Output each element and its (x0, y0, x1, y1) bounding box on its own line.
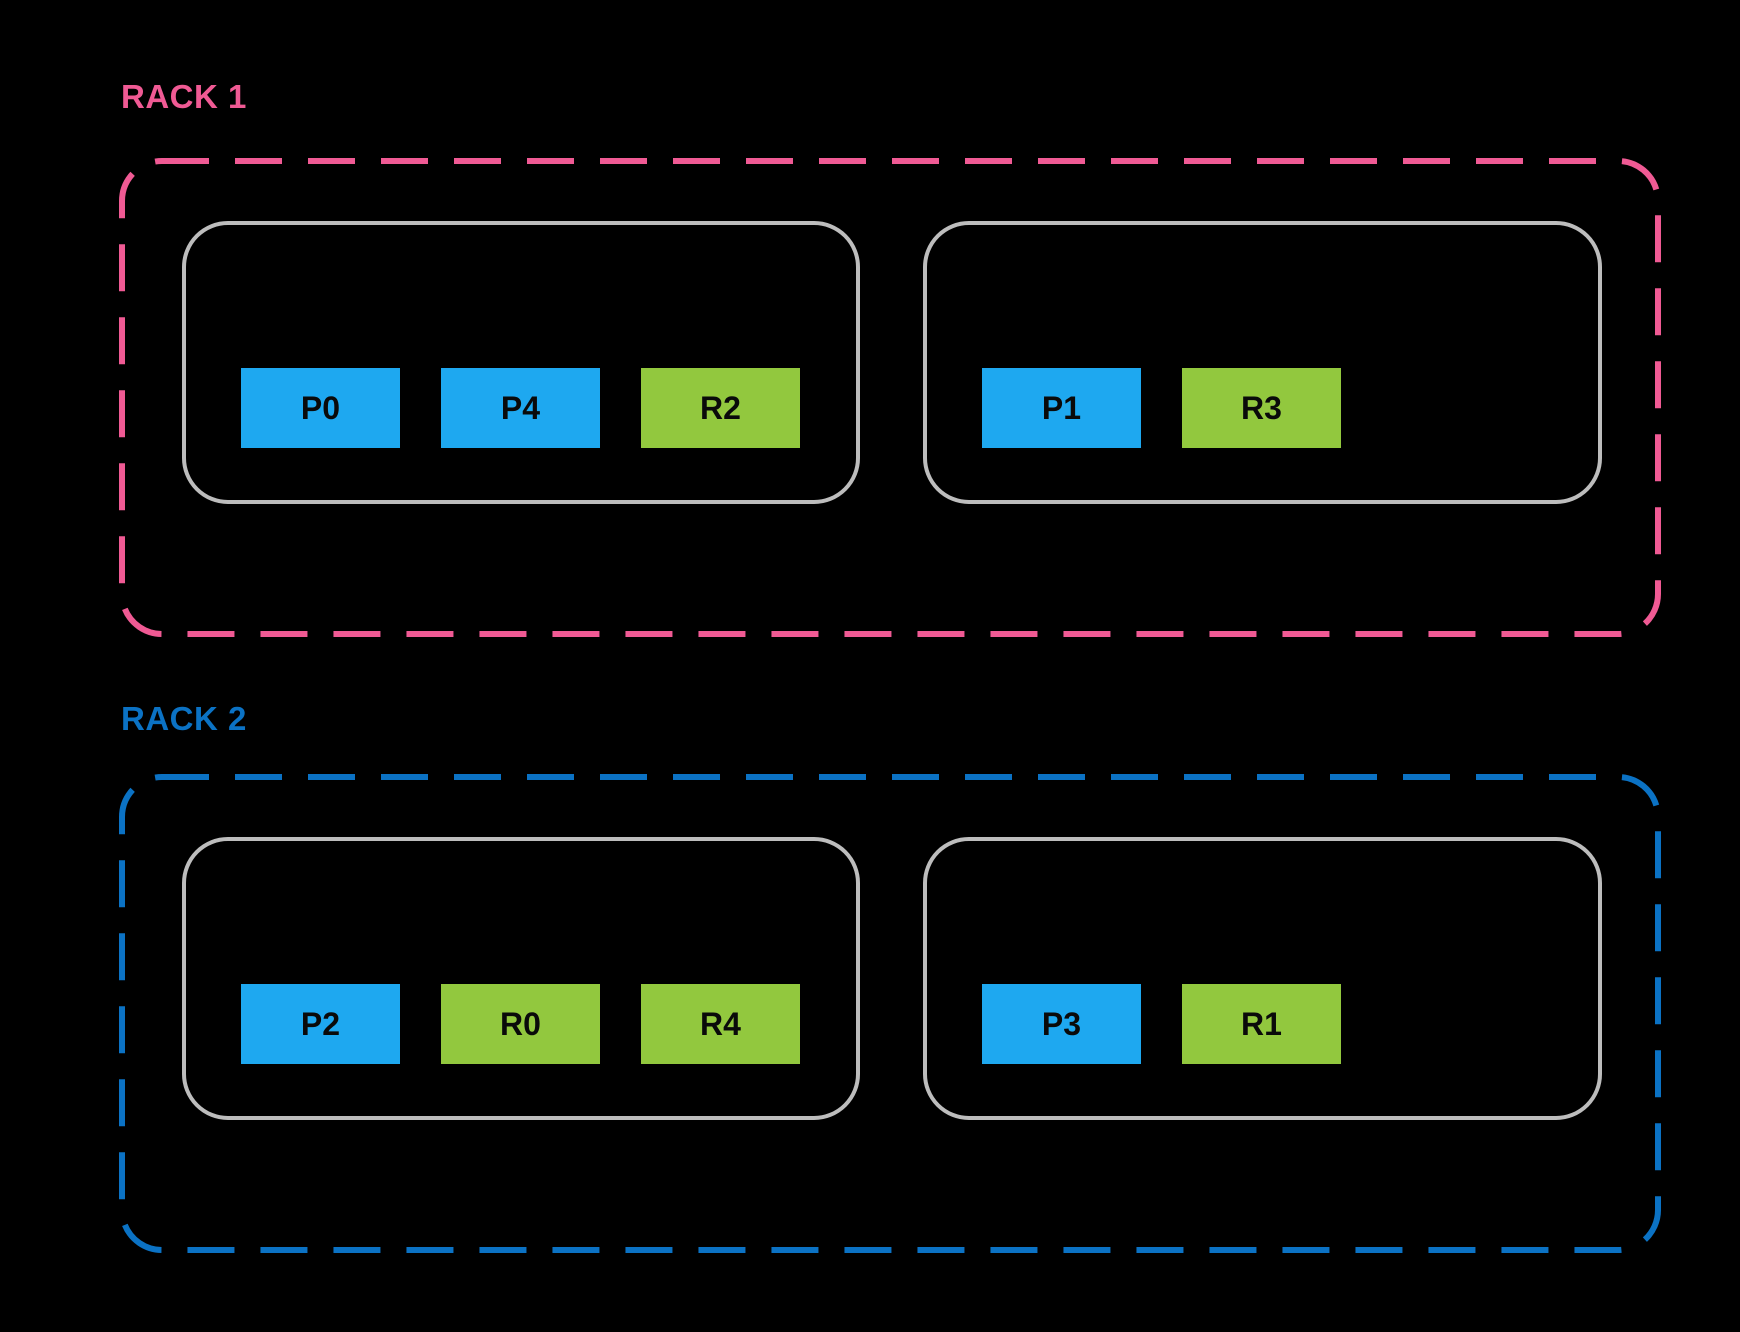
rack2-section: P2 R0 R4 P3 R1 (119, 774, 1661, 1253)
rack2-dashed-border-rect (119, 774, 1661, 1253)
rack1-host2: P1 R3 (923, 221, 1602, 504)
chip-p2: P2 (241, 984, 400, 1064)
chip-p0: P0 (241, 368, 400, 448)
rack2-host1: P2 R0 R4 (182, 837, 860, 1120)
chip-r0: R0 (441, 984, 600, 1064)
chip-r2: R2 (641, 368, 800, 448)
rack2-host2: P3 R1 (923, 837, 1602, 1120)
rack1-dashed-border-rect (119, 158, 1661, 637)
rack1-section: P0 P4 R2 P1 R3 (119, 158, 1661, 637)
chip-p3: P3 (982, 984, 1141, 1064)
rack2-dashed-border (119, 774, 1661, 1253)
chip-r3: R3 (1182, 368, 1341, 448)
chip-r4: R4 (641, 984, 800, 1064)
chip-r1: R1 (1182, 984, 1341, 1064)
chip-p4: P4 (441, 368, 600, 448)
rack1-label: RACK 1 (121, 78, 247, 115)
chip-p1: P1 (982, 368, 1141, 448)
rack2-label: RACK 2 (121, 700, 247, 737)
rack1-host1: P0 P4 R2 (182, 221, 860, 504)
rack1-dashed-border (119, 158, 1661, 637)
